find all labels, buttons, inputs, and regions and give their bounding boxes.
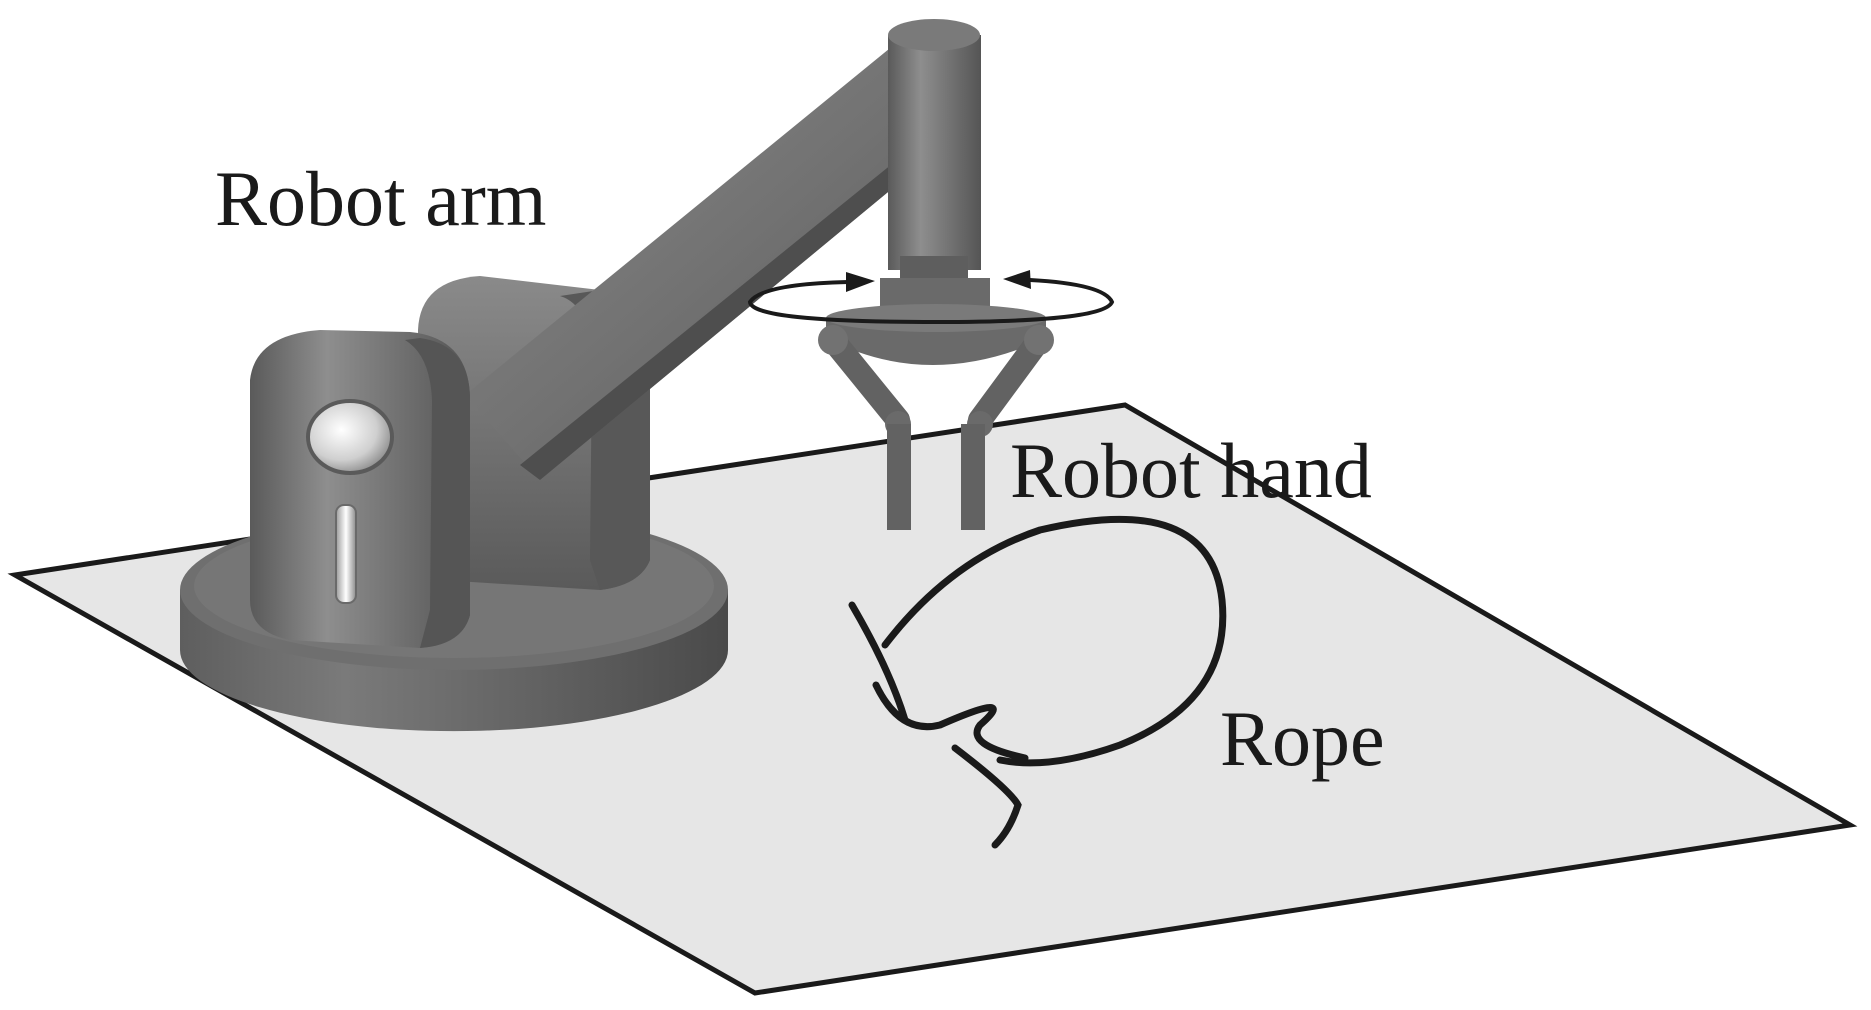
rotation-arrow-left-icon bbox=[846, 272, 875, 292]
robot-arm-link bbox=[465, 40, 975, 480]
rope bbox=[848, 515, 1227, 849]
robot-shoulder-front bbox=[250, 330, 470, 648]
robot-arm-link-shade bbox=[520, 105, 975, 480]
robot-hand-head bbox=[826, 304, 1046, 365]
robot-wrist-column bbox=[880, 19, 990, 310]
label-robot-hand: Robot hand bbox=[1010, 427, 1372, 514]
gripper-fingers bbox=[818, 325, 1054, 530]
rotation-arrows-icon bbox=[747, 278, 1115, 325]
rotation-arrow-right-icon bbox=[1003, 270, 1031, 289]
robot-lens bbox=[306, 399, 394, 475]
label-rope: Rope bbox=[1220, 695, 1385, 782]
label-robot-arm: Robot arm bbox=[215, 155, 547, 242]
robot-slot bbox=[335, 504, 357, 604]
